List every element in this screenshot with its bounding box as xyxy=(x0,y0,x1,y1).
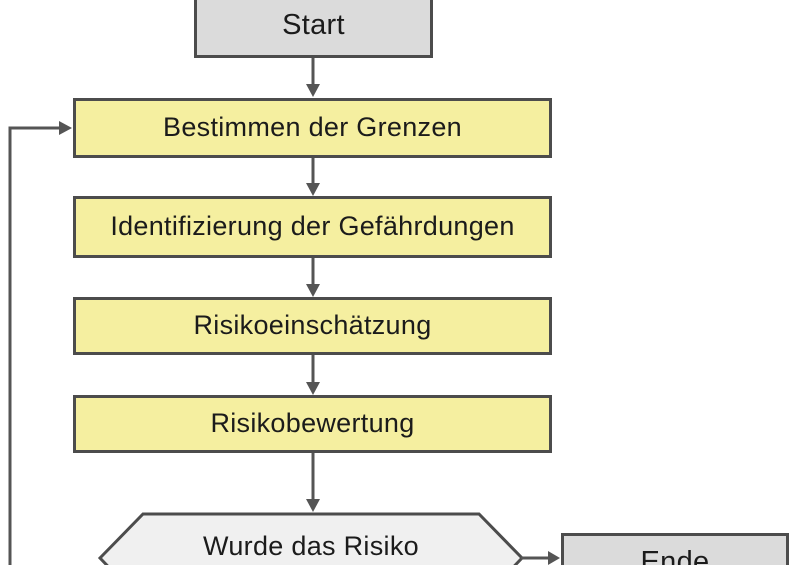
connector-decision-ende xyxy=(521,551,560,565)
node-step1-label: Bestimmen der Grenzen xyxy=(163,112,462,143)
node-step4-label: Risikobewertung xyxy=(210,408,415,439)
connector-feedback-loop xyxy=(8,121,72,565)
decision-label-text: Wurde das Risiko xyxy=(203,530,419,561)
arrowhead-down-icon xyxy=(306,183,320,196)
node-step3-label: Risikoeinschätzung xyxy=(193,310,432,341)
arrowhead-down-icon xyxy=(306,84,320,97)
connector-step2-step3 xyxy=(306,258,320,297)
node-ende: Ende xyxy=(561,533,789,565)
connector-step4-decision xyxy=(306,453,320,512)
node-start-label: Start xyxy=(282,9,345,42)
arrowhead-right-icon xyxy=(548,551,560,565)
connector-step3-step4 xyxy=(306,355,320,395)
connector-line xyxy=(8,126,59,565)
node-step2-label: Identifizierung der Gefährdungen xyxy=(110,211,515,242)
node-decision-label: Wurde das Risiko xyxy=(143,520,479,565)
arrowhead-down-icon xyxy=(306,382,320,395)
node-risikobewertung: Risikobewertung xyxy=(73,395,552,453)
connector-step1-step2 xyxy=(306,158,320,196)
arrowhead-right-icon xyxy=(59,121,72,135)
arrowhead-down-icon xyxy=(306,499,320,512)
node-risikoeinschaetzung: Risikoeinschätzung xyxy=(73,297,552,355)
node-ende-label: Ende xyxy=(640,546,710,565)
arrowhead-down-icon xyxy=(306,284,320,297)
node-start: Start xyxy=(194,0,433,58)
node-identifizierung-der-gefaehrdungen: Identifizierung der Gefährdungen xyxy=(73,196,552,258)
connector-start-step1 xyxy=(306,58,320,97)
node-bestimmen-der-grenzen: Bestimmen der Grenzen xyxy=(73,98,552,158)
